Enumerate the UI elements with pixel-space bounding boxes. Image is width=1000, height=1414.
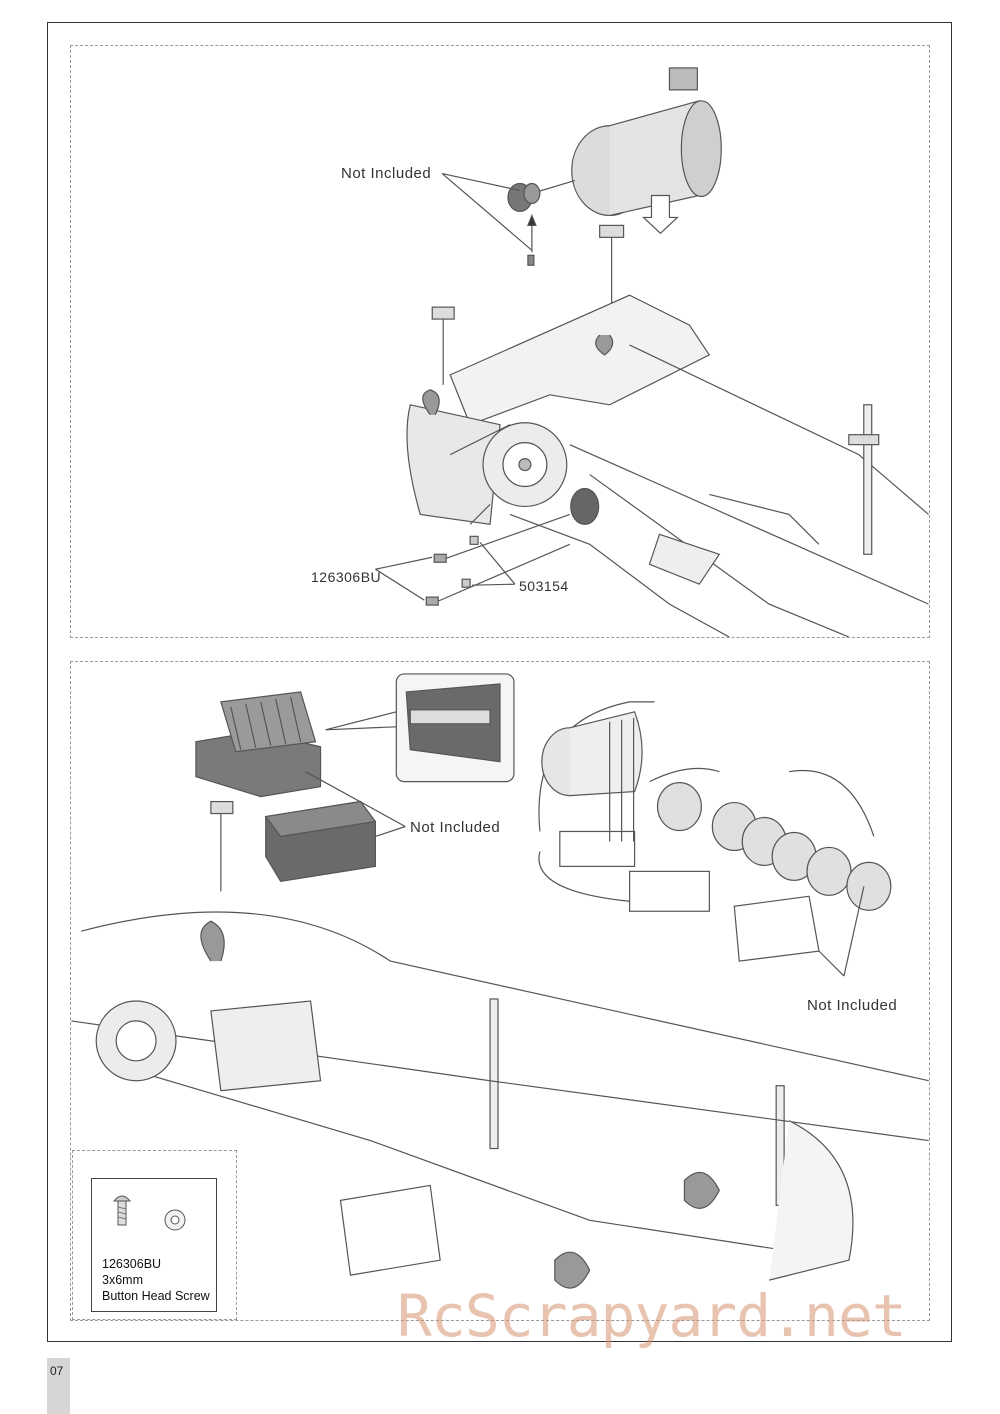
chassis-illustration [71, 800, 929, 1289]
step-panel-electronics: Not Included Not Included [70, 661, 930, 1321]
not-included-label-motor: Not Included [341, 165, 432, 182]
not-included-label-electronics: Not Included [807, 997, 898, 1014]
washer-icon [164, 1209, 186, 1231]
chassis-illustration [406, 224, 929, 637]
screw-part-label: 126306BU [311, 569, 382, 585]
not-included-label-esc: Not Included [410, 819, 501, 836]
esc-illustration [195, 691, 322, 798]
hardware-box: 126306BU 3x6mm Button Head Screw [91, 1178, 217, 1312]
washer-part-label: 503154 [519, 578, 569, 594]
page-frame [47, 22, 952, 1342]
hardware-description: Button Head Screw [102, 1289, 210, 1303]
screw-icon [112, 1195, 132, 1226]
watermark: RcScrapyard.net [397, 1282, 907, 1350]
hardware-size: 3x6mm [102, 1273, 143, 1287]
pinion-illustration [507, 182, 541, 213]
motor-install-illustration [375, 67, 929, 637]
motor-illustration [524, 67, 722, 217]
page-number: 07 [50, 1364, 64, 1378]
page-tab: 07 [47, 1358, 70, 1414]
hardware-part-number: 126306BU [102, 1257, 162, 1271]
electronics-install-illustration [71, 673, 929, 1289]
wiring-diagram [538, 701, 892, 977]
parts-callout: 126306BU 3x6mm Button Head Screw [72, 1150, 237, 1320]
step-panel-motor-install: Not Included 126306BU 503154 [70, 45, 930, 638]
receiver-illustration [264, 800, 377, 882]
